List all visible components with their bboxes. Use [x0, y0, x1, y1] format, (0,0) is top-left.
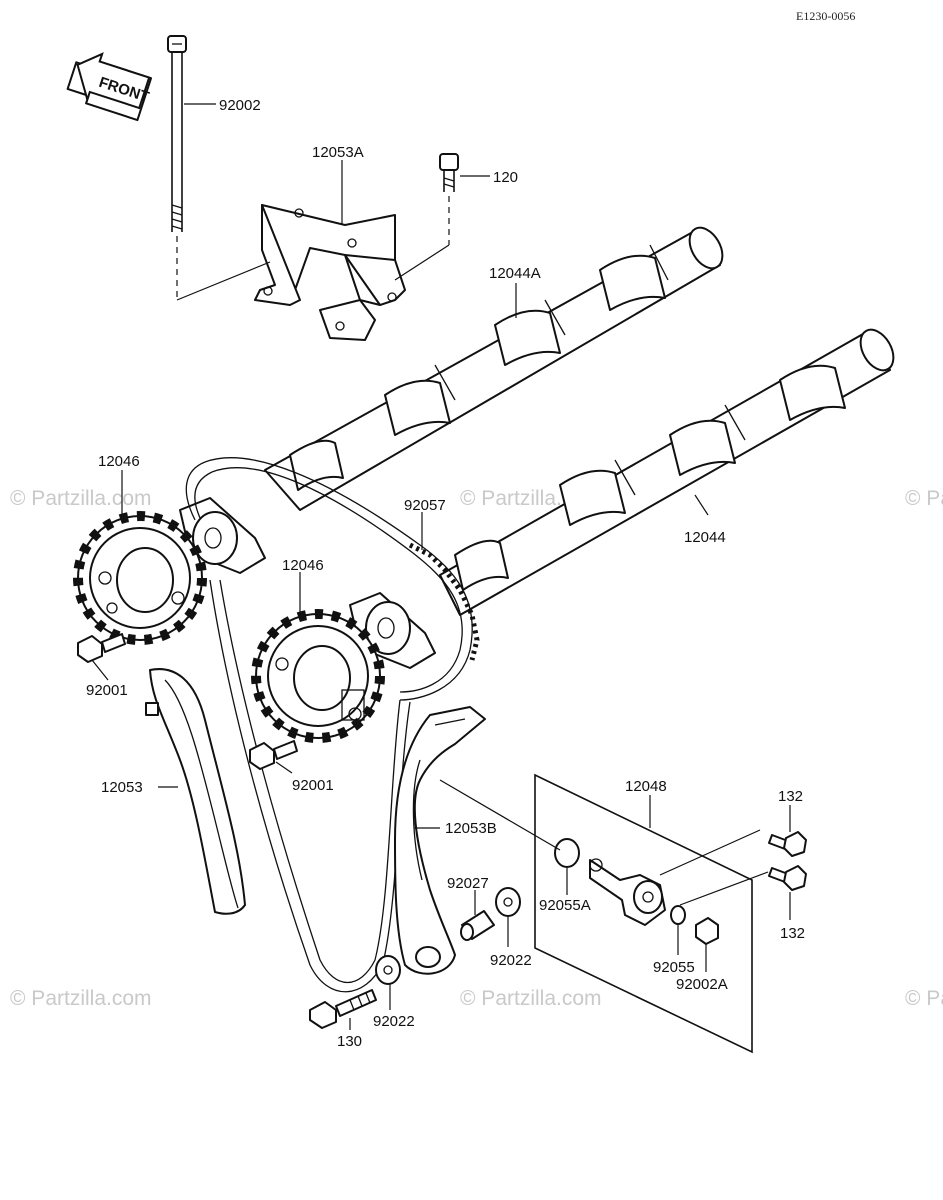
leader-lines: [91, 103, 791, 1030]
cam-chain-92057: [185, 457, 480, 993]
bolt-130: [309, 989, 377, 1029]
label-92001-left: 92001: [86, 682, 128, 699]
label-120: 120: [493, 169, 518, 186]
label-12044A: 12044A: [489, 265, 541, 282]
sprocket-12046-left: [73, 511, 207, 645]
label-12048: 12048: [625, 778, 667, 795]
label-132-bottom: 132: [780, 925, 805, 942]
plug-92002A: [695, 917, 719, 945]
front-arrow-icon: FRONT: [66, 52, 153, 122]
bolt-92001-left: [77, 633, 126, 663]
reference-code: E1230-0056: [796, 9, 855, 23]
chain-guide-12053B: [394, 706, 486, 975]
chain-guide-12053: [145, 668, 246, 915]
label-92027: 92027: [447, 875, 489, 892]
watermark: © Partzilla.com: [905, 487, 943, 510]
sprocket-12046-right: [251, 609, 385, 743]
collar-92027: [460, 910, 495, 941]
oring-92055A: [554, 838, 580, 868]
bolt-120: [439, 153, 459, 245]
washer-92022-lower: [375, 955, 401, 985]
long-bolt-92002: [167, 35, 187, 300]
label-12044: 12044: [684, 529, 726, 546]
part-labels: 92002 12053A 120 12044A 12046 12046 9205…: [86, 97, 805, 1050]
label-12046-left: 12046: [98, 453, 140, 470]
label-12046-right: 12046: [282, 557, 324, 574]
label-92055A: 92055A: [539, 897, 591, 914]
label-12053B: 12053B: [445, 820, 497, 837]
tensioner-12048-group: [534, 773, 753, 1054]
label-130: 130: [337, 1033, 362, 1050]
bolt-132-bottom: [768, 865, 807, 891]
label-92001-right: 92001: [292, 777, 334, 794]
bolt-132-top: [768, 831, 807, 857]
label-92002A: 92002A: [676, 976, 728, 993]
oring-92055: [670, 905, 686, 925]
label-92002: 92002: [219, 97, 261, 114]
bolt-92001-right: [249, 740, 298, 770]
washer-92022-upper: [495, 887, 521, 917]
watermark: © Partzilla.com: [10, 487, 152, 510]
label-12053A: 12053A: [312, 144, 364, 161]
label-92022-lower: 92022: [373, 1013, 415, 1030]
label-92022-upper: 92022: [490, 952, 532, 969]
label-132-top: 132: [778, 788, 803, 805]
label-92055: 92055: [653, 959, 695, 976]
watermark: © Partzilla.com: [10, 987, 152, 1010]
camshaft-12044A: [264, 226, 724, 511]
camshaft-12044: [439, 328, 895, 616]
label-92057: 92057: [404, 497, 446, 514]
label-12053: 12053: [101, 779, 143, 796]
watermark: © Partzilla.com: [905, 987, 943, 1010]
watermark: © Partzilla.com: [460, 987, 602, 1010]
bracket-12053A: [254, 204, 406, 341]
